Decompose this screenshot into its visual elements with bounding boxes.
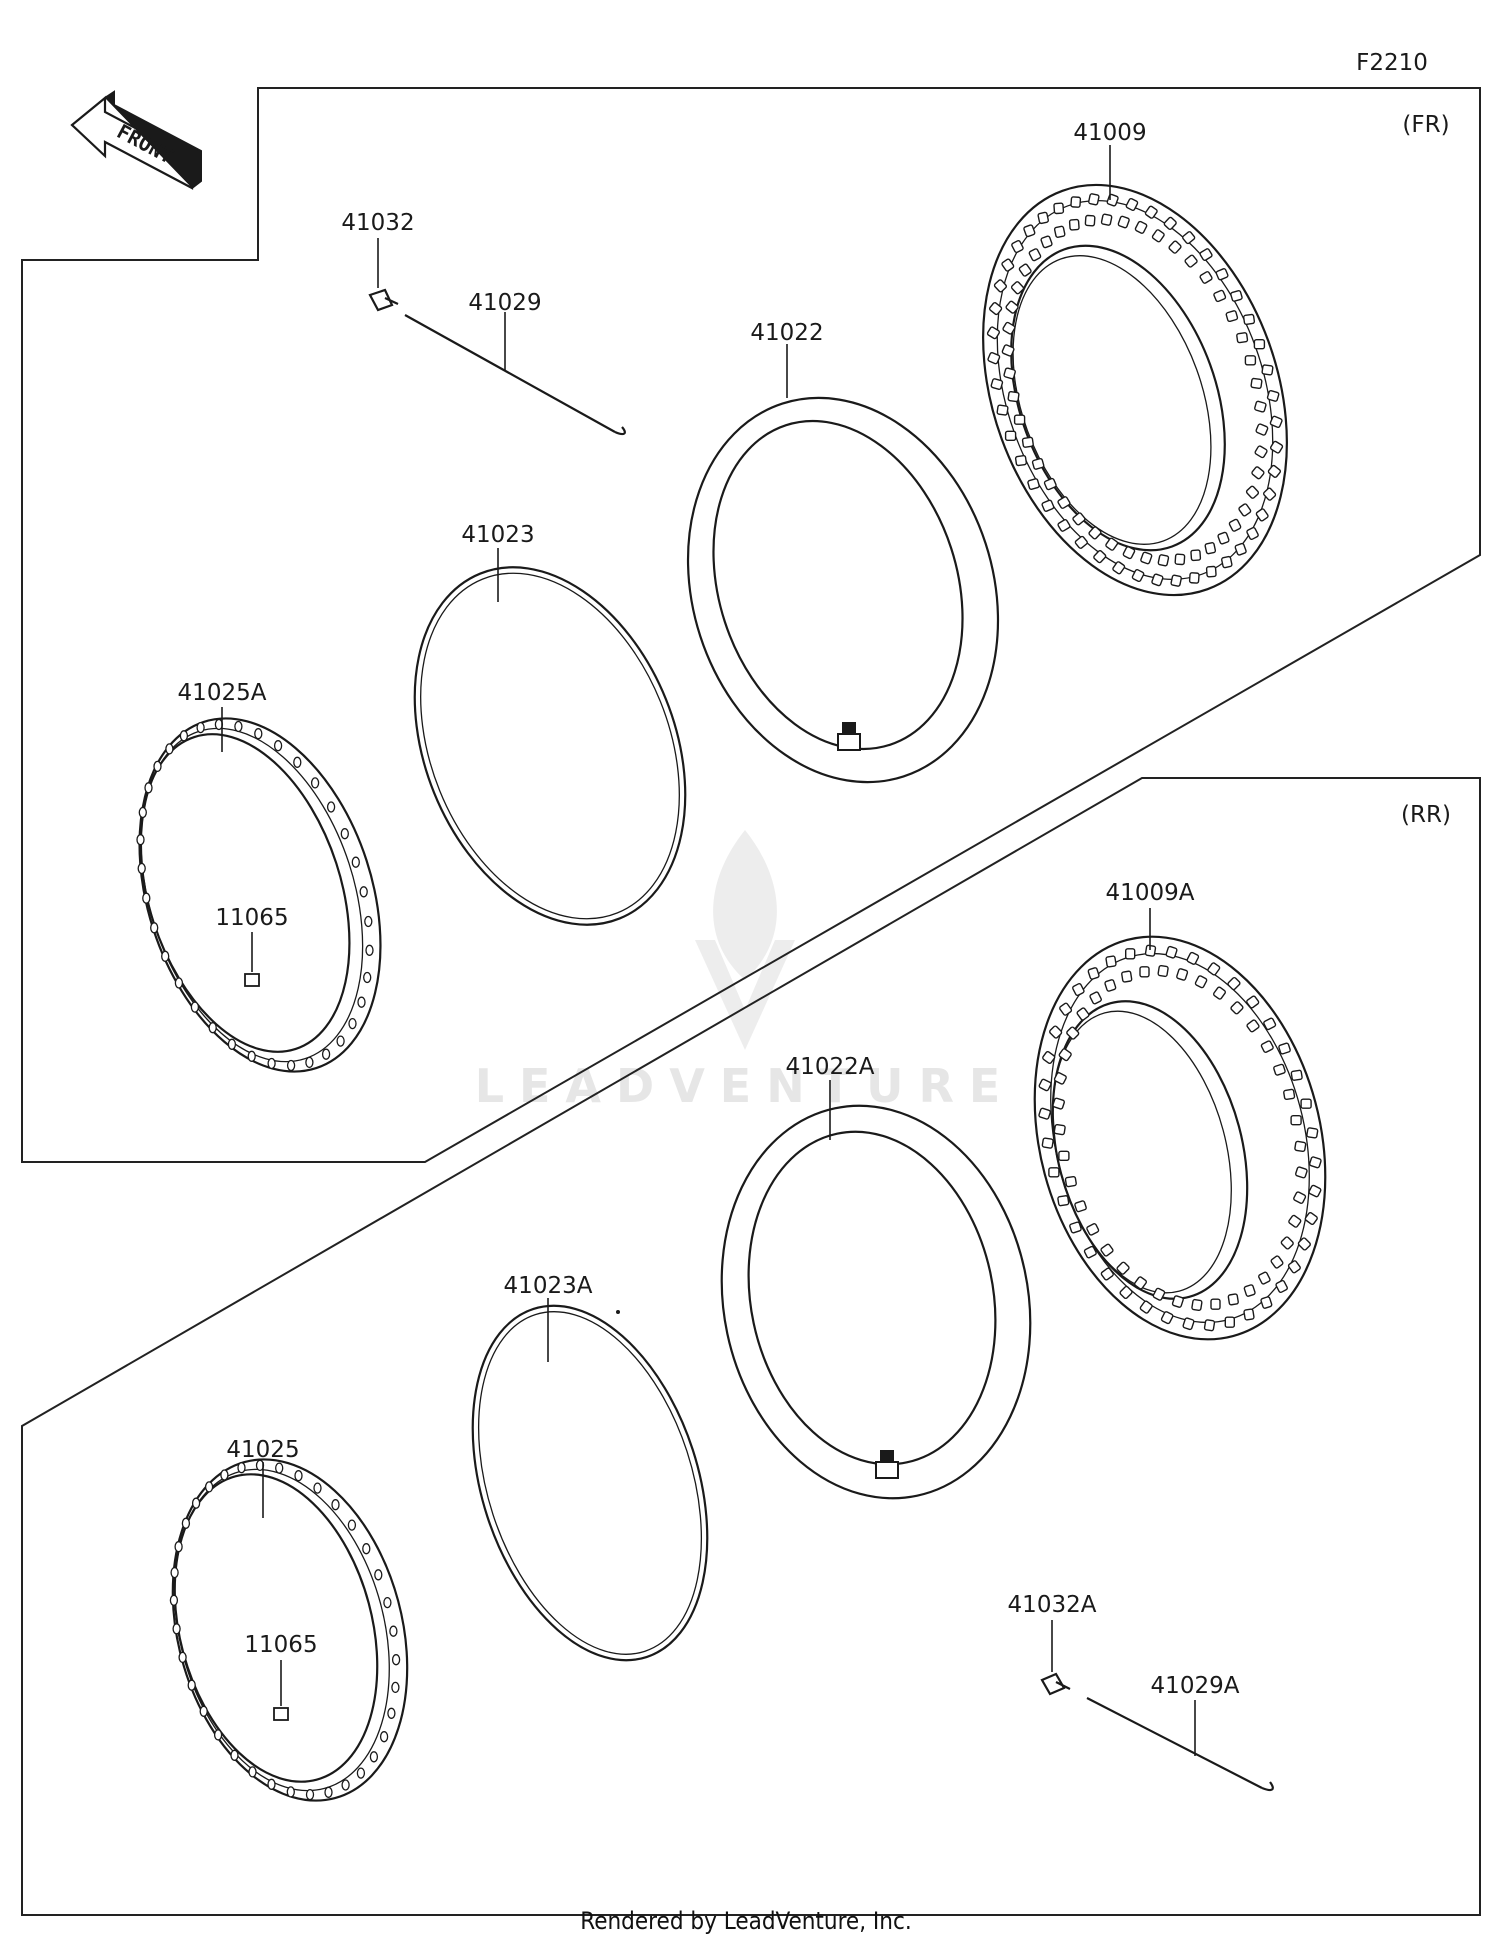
- front-tube-valve-icon: [837, 722, 861, 751]
- part-label-41009A: 41009A: [1106, 880, 1195, 906]
- part-label-41023A: 41023A: [504, 1273, 593, 1299]
- watermark-text: LEADVENTURE: [475, 1059, 1016, 1113]
- part-label-41032: 41032: [341, 210, 414, 236]
- rear-inner-tube: [720, 1104, 1032, 1500]
- front-direction-arrow-icon: FRONT: [70, 90, 202, 190]
- part-label-41029: 41029: [468, 290, 541, 316]
- rear-rim: [169, 1458, 409, 1802]
- watermark-v-icon: [695, 940, 795, 1050]
- rear-tire: [1033, 935, 1327, 1341]
- diagram-code: F2210: [1356, 50, 1428, 76]
- front-rim-band: [413, 566, 687, 926]
- part-label-11065-front: 11065: [215, 905, 288, 931]
- front-section-frame: [21, 87, 1481, 1163]
- part-label-41022A: 41022A: [786, 1054, 875, 1080]
- part-label-41025A: 41025A: [178, 680, 267, 706]
- front-rim-spoke-holes: [136, 718, 374, 1072]
- front-inner-tube: [686, 396, 1000, 784]
- part-label-41022: 41022: [750, 320, 823, 346]
- rear-spoke-nipple: [1040, 1672, 1071, 1696]
- rear-tube-valve-icon: [875, 1450, 899, 1479]
- rear-valve-nut: [273, 1707, 289, 1721]
- rear-spoke: [1086, 1697, 1274, 1792]
- rear-rim-spoke-holes: [169, 1459, 401, 1801]
- part-label-41023: 41023: [461, 522, 534, 548]
- front-rim: [136, 717, 382, 1073]
- watermark-flame-icon: [713, 830, 777, 980]
- rear-section-frame: [21, 777, 1481, 1916]
- front-spoke-nipple: [368, 288, 399, 312]
- front-valve-nut: [244, 973, 260, 987]
- front-spoke: [404, 314, 626, 436]
- part-label-41032A: 41032A: [1008, 1592, 1097, 1618]
- rear-tire-tread: [1038, 944, 1322, 1332]
- part-label-41009: 41009: [1073, 120, 1146, 146]
- front-tire: [982, 183, 1288, 597]
- front-section-tag: (FR): [1402, 112, 1449, 138]
- watermark: LEADVENTURE: [475, 830, 1016, 1113]
- part-label-11065-rear: 11065: [244, 1632, 317, 1658]
- footer-credit: Rendered by LeadVenture, Inc.: [580, 1907, 911, 1935]
- rear-rim-band: [471, 1304, 709, 1662]
- rear-section-tag: (RR): [1401, 802, 1451, 828]
- front-tire-tread: [986, 193, 1284, 587]
- part-label-41029A: 41029A: [1151, 1673, 1240, 1699]
- part-label-41025: 41025: [226, 1437, 299, 1463]
